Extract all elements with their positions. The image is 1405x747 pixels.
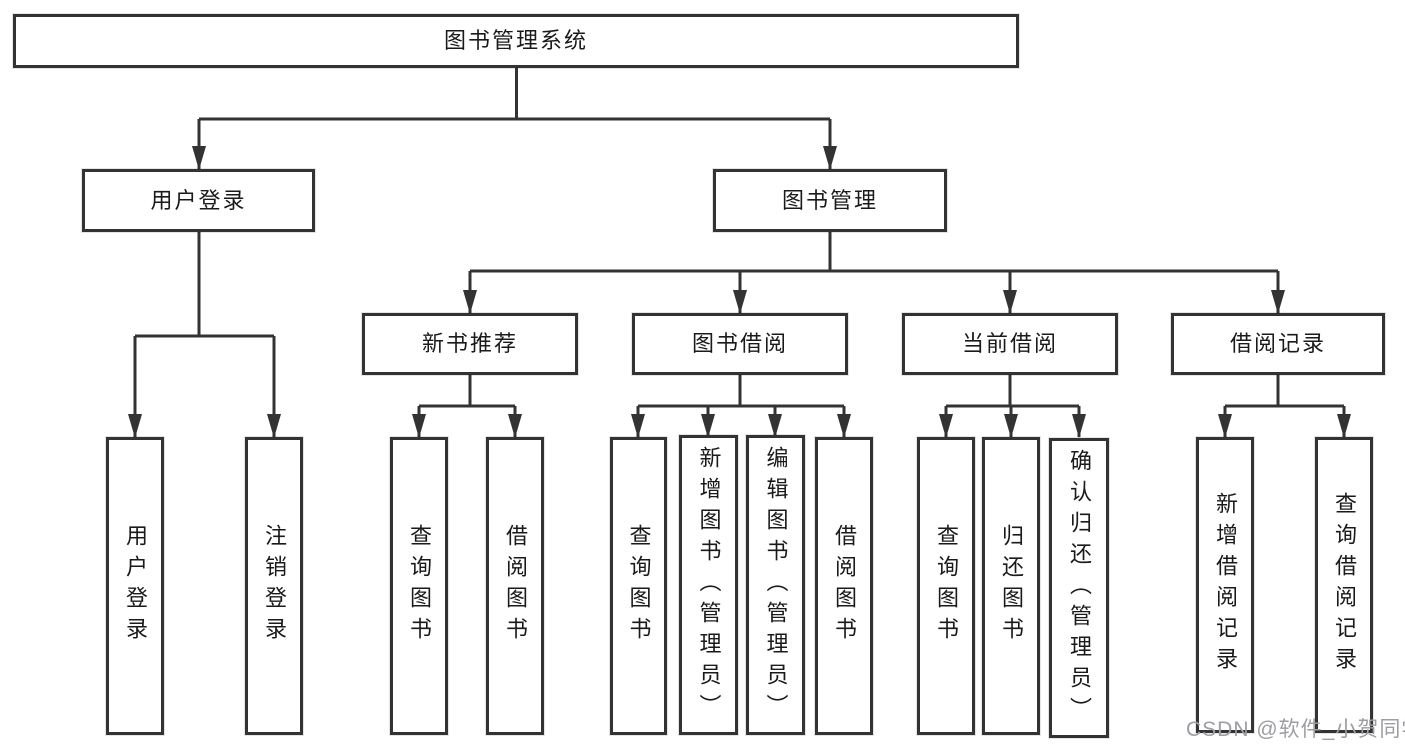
connector-root bbox=[199, 68, 830, 121]
node-leaf-logout: 注销登录 bbox=[245, 437, 303, 735]
node-cb-query-books: 查询图书 bbox=[917, 437, 975, 735]
connector-book-borrow bbox=[638, 375, 844, 408]
connector-borrow-record bbox=[1225, 375, 1344, 408]
node-leaf-user-login: 用户登录 bbox=[106, 437, 164, 735]
node-borrow-record: 借阅记录 bbox=[1171, 313, 1385, 375]
node-new-book-recommend: 新书推荐 bbox=[362, 313, 578, 375]
node-br-query-record: 查询借阅记录 bbox=[1315, 437, 1373, 733]
node-bb-query-books: 查询图书 bbox=[610, 437, 667, 735]
node-br-add-record: 新增借阅记录 bbox=[1196, 437, 1254, 733]
connector-new-book-recommend bbox=[419, 375, 515, 408]
connector-user-login bbox=[135, 232, 274, 338]
node-cb-return-books: 归还图书 bbox=[982, 437, 1040, 735]
node-book-management: 图书管理 bbox=[713, 169, 947, 232]
node-bb-add-books: 新增图书（管理员） bbox=[679, 435, 738, 735]
node-current-borrow: 当前借阅 bbox=[902, 313, 1118, 375]
node-bb-borrow-books: 借阅图书 bbox=[815, 437, 873, 735]
connector-current-borrow bbox=[946, 375, 1079, 408]
node-bb-edit-books: 编辑图书（管理员） bbox=[746, 435, 805, 735]
node-nbr-query-books: 查询图书 bbox=[390, 437, 448, 735]
node-root: 图书管理系统 bbox=[13, 14, 1019, 68]
connector-book-management bbox=[470, 232, 1278, 273]
csdn-watermark: CSDN @软件_小贺同学 bbox=[1186, 718, 1405, 741]
node-nbr-borrow-books: 借阅图书 bbox=[486, 437, 544, 735]
node-user-login: 用户登录 bbox=[82, 169, 315, 232]
node-book-borrow: 图书借阅 bbox=[632, 313, 848, 375]
node-cb-confirm-return: 确认归还（管理员） bbox=[1049, 438, 1109, 738]
